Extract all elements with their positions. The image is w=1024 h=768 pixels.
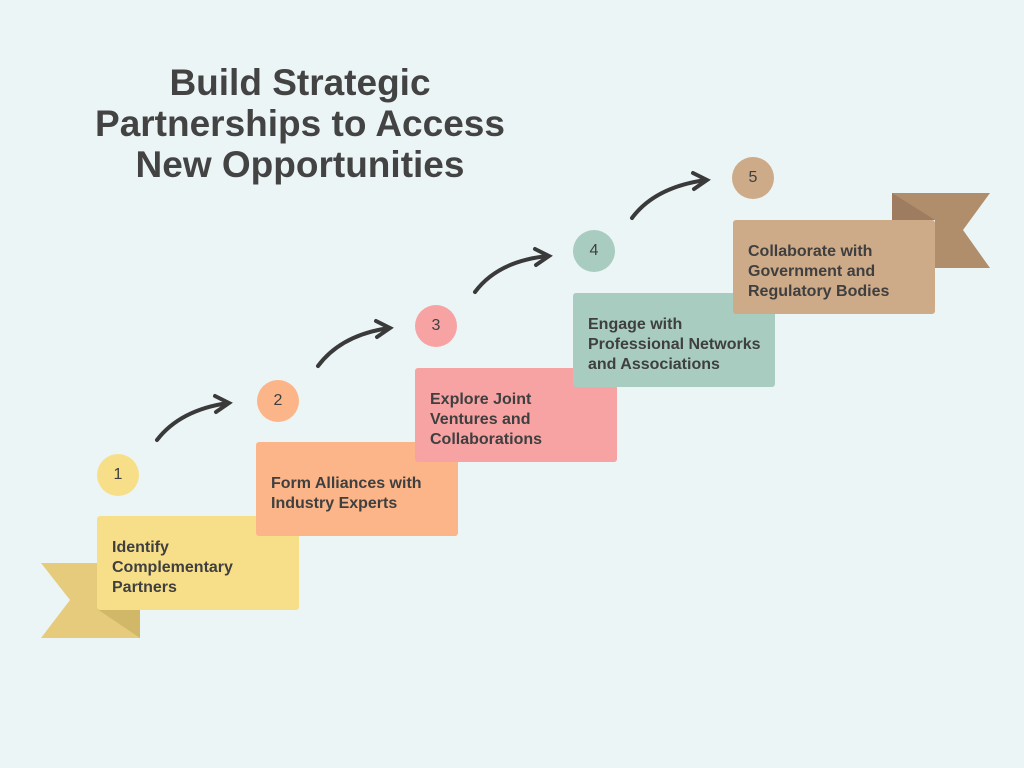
step-number-5: 5	[732, 157, 774, 199]
step-number-4: 4	[573, 230, 615, 272]
step-label: Engage with Professional Networks and As…	[588, 316, 761, 373]
step-number-2: 2	[257, 380, 299, 422]
step-label: Form Alliances with Industry Experts	[271, 475, 422, 512]
arrow-icon-1	[155, 394, 233, 442]
step-box-5: Collaborate with Government and Regulato…	[733, 220, 935, 314]
step-number-3: 3	[415, 305, 457, 347]
step-number-1: 1	[97, 454, 139, 496]
fold-5-top	[892, 193, 935, 220]
step-label: Collaborate with Government and Regulato…	[748, 243, 890, 300]
arrow-icon-2	[316, 319, 394, 368]
step-label: Explore Joint Ventures and Collaboration…	[430, 391, 543, 448]
arrow-icon-3	[473, 247, 553, 294]
arrow-icon-4	[630, 171, 711, 220]
step-label: Identify Complementary Partners	[112, 539, 233, 596]
page-title: Build Strategic Partnerships to Access N…	[95, 62, 505, 185]
fold-1	[97, 609, 140, 638]
